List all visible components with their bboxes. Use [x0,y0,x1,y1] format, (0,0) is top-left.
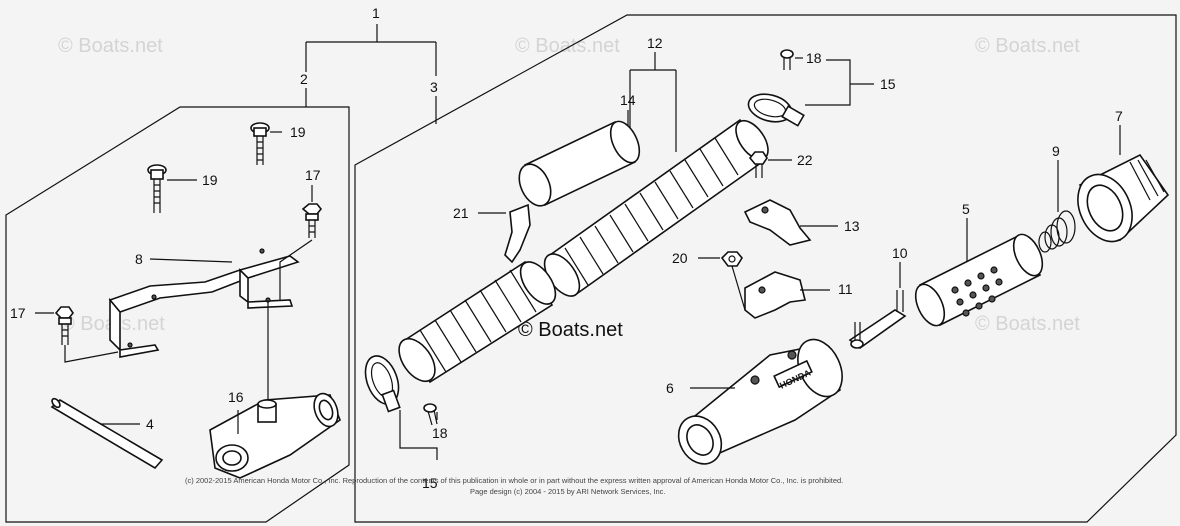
callout-22: 22 [797,152,813,168]
bracket-11 [744,271,830,319]
filter-element-5 [914,218,1044,327]
callout-21: 21 [453,205,469,221]
callout-11: 11 [838,281,853,297]
group-frame-3 [354,14,1177,523]
joint-16 [209,300,341,479]
callout-18b: 18 [432,425,448,441]
bracket-8 [108,239,313,358]
callout-15b: 15 [422,475,438,491]
clamp-15-lower [364,355,438,460]
callout-19a: 19 [290,124,306,140]
callout-6: 6 [666,380,674,396]
callout-9: 9 [1052,143,1060,159]
watermark-top-right: © Boats.net [975,35,1080,57]
callout-line-1 [305,24,437,76]
bolt-19-lower [147,164,197,213]
callout-17a: 17 [305,167,321,183]
group-frame-2 [5,106,350,523]
copyright-line: (c) 2002-2015 American Honda Motor Co., … [185,476,843,485]
bolt-10-plate [848,262,907,350]
bolt-18-upper [780,49,803,70]
cover-7 [1077,125,1170,243]
callout-8: 8 [135,251,143,267]
callout-4: 4 [146,416,154,432]
callout-line-12 [629,52,677,160]
clip-21 [478,203,531,264]
bolt-17-left [35,306,119,363]
callout-3: 3 [430,79,438,95]
bolt-19-upper [250,122,282,165]
callout-2: 2 [300,71,308,87]
tube-4 [50,397,164,470]
callout-19b: 19 [202,172,218,188]
hose-12-lower [398,260,557,384]
callout-5: 5 [962,201,970,217]
clamp-15-upper [747,59,851,127]
bolt-17-upper [301,185,323,238]
callout-16: 16 [228,389,244,405]
hose-12-upper [543,118,769,297]
callout-18a: 18 [806,50,822,66]
nut-20 [698,251,746,311]
callout-17b: 17 [10,305,26,321]
watermark-center: © Boats.net [518,319,623,341]
callout-12: 12 [647,35,663,51]
callout-14: 14 [620,92,636,108]
watermark-mid-right: © Boats.net [975,313,1080,335]
bolt-18-lower [423,403,438,426]
page-design-line: Page design (c) 2004 - 2015 by ARI Netwo… [470,487,666,496]
housing-6: HONDA [677,338,843,465]
callout-13: 13 [844,218,860,234]
bolt-22 [748,151,792,178]
callout-15a: 15 [880,76,896,92]
callout-1: 1 [372,5,380,21]
watermark-top-center: © Boats.net [515,35,620,57]
sleeve-14 [518,110,641,207]
callout-7: 7 [1115,108,1123,124]
bracket-13 [743,199,838,246]
spring-9 [1038,160,1076,253]
callout-10: 10 [892,245,908,261]
watermark-top-left: © Boats.net [58,35,163,57]
callout-20: 20 [672,250,688,266]
